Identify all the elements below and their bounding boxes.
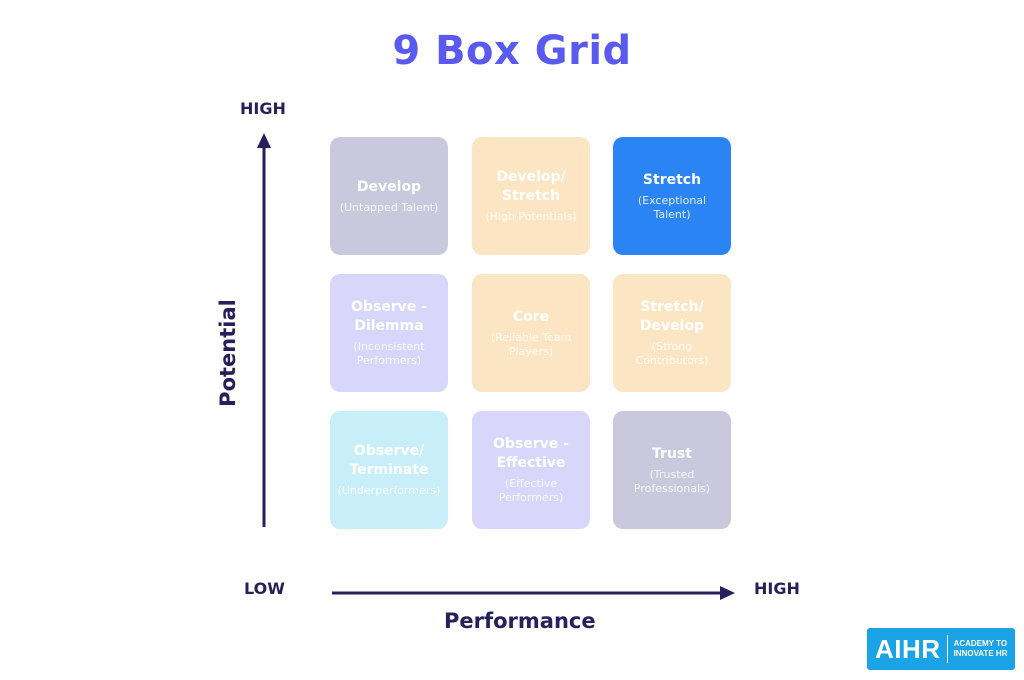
logo-tagline: ACADEMY TO INNOVATE HR <box>953 639 1008 658</box>
box-title: Core <box>512 308 550 325</box>
box-title: Stretch/ Develop <box>639 299 705 334</box>
box-title: Develop <box>356 178 422 195</box>
logo-divider <box>946 635 948 663</box>
grid-box-develop: Develop (Untapped Talent) <box>330 137 448 255</box>
box-title: Develop/ Stretch <box>496 169 566 204</box>
y-axis-arrow <box>257 133 271 527</box>
box-subtitle: (Effective Performers) <box>498 477 564 504</box>
box-subtitle: (Underperformers) <box>337 484 441 497</box>
grid-box-stretch: Stretch (Exceptional Talent) <box>613 137 731 255</box>
aihr-logo: AIHR ACADEMY TO INNOVATE HR <box>867 628 1015 670</box>
box-subtitle: (Strong Contributors) <box>635 340 709 367</box>
box-subtitle: (Reliable Team Players) <box>490 330 572 358</box>
box-title: Trust <box>652 445 692 462</box>
box-subtitle: (Inconsistent Performers) <box>353 340 425 367</box>
box-title: Observe - Effective <box>493 436 569 471</box>
grid-box-stretch-develop: Stretch/ Develop (Strong Contributors) <box>613 274 731 392</box>
grid-box-trust: Trust (Trusted Professionals) <box>613 411 731 529</box>
x-axis-arrow <box>332 586 735 600</box>
logo-mark: AIHR <box>875 633 941 664</box>
x-axis-low-label: LOW <box>244 579 285 598</box>
page-title: 9 Box Grid <box>392 28 632 74</box>
box-subtitle: (Untapped Talent) <box>339 200 439 214</box>
grid-box-observe-dilemma: Observe - Dilemma (Inconsistent Performe… <box>330 274 448 392</box>
grid-box-observe-terminate: Observe/ Terminate (Underperformers) <box>330 411 448 529</box>
box-subtitle: (High Potentials) <box>485 210 577 223</box>
box-subtitle: (Exceptional Talent) <box>637 193 707 221</box>
grid-box-observe-effective: Observe - Effective (Effective Performer… <box>472 411 590 529</box>
grid-box-core: Core (Reliable Team Players) <box>472 274 590 392</box>
box-title: Observe/ Terminate <box>349 443 429 478</box>
box-title: Observe - Dilemma <box>351 299 427 334</box>
box-title: Stretch <box>642 171 702 188</box>
grid-box-develop-stretch: Develop/ Stretch (High Potentials) <box>472 137 590 255</box>
box-subtitle: (Trusted Professionals) <box>633 467 711 495</box>
x-axis-title: Performance <box>444 609 596 633</box>
x-axis-high-label: HIGH <box>754 579 800 598</box>
y-axis-high-label: HIGH <box>240 99 286 118</box>
